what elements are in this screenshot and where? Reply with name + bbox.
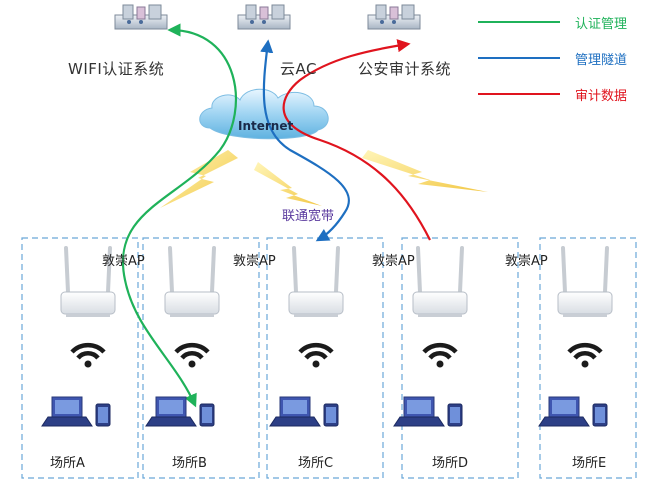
wifi-signal-icon (70, 342, 106, 368)
ap-label-a: 敦崇AP (102, 254, 145, 269)
lightning-bolt-center-icon (254, 162, 322, 206)
audit-server-icon (367, 4, 421, 30)
ap-label-b: 敦崇AP (233, 254, 276, 269)
laptop-icon (393, 396, 445, 427)
site-label-c: 场所C (298, 456, 334, 471)
legend-auth-label: 认证管理 (575, 17, 628, 32)
tablet-icon (592, 403, 608, 427)
site-box (142, 237, 260, 479)
site-label-a: 场所A (50, 456, 85, 471)
wifi-signal-icon (567, 342, 603, 368)
management-tunnel-arrow (260, 39, 351, 242)
site-label-b: 场所B (172, 456, 207, 471)
wifi-signal-icon (298, 342, 334, 368)
access-point-icon (60, 246, 116, 317)
wifi-signal-icon (174, 342, 210, 368)
tablet-icon (447, 403, 463, 427)
site-box (21, 237, 139, 479)
cloud-ac-label: 云AC (280, 60, 317, 78)
laptop-icon (41, 396, 93, 427)
site-label-e: 场所E (572, 456, 607, 471)
cloud-ac-server-icon (237, 4, 291, 30)
laptop-icon (538, 396, 590, 427)
access-point-icon (412, 246, 468, 317)
wifi-auth-server-icon (114, 4, 168, 30)
lightning-bolt-right-icon (362, 150, 488, 192)
site-label-d: 场所D (432, 456, 469, 471)
access-point-icon (557, 246, 613, 317)
legend-audit-label: 审计数据 (575, 89, 628, 104)
audit-data-arrow (282, 39, 431, 241)
legend-tunnel-label: 管理隧道 (575, 53, 628, 68)
isp-label: 联通宽带 (282, 209, 335, 224)
laptop-icon (269, 396, 321, 427)
wifi-signal-icon (422, 342, 458, 368)
internet-label: Internet (238, 119, 294, 133)
laptop-icon (145, 396, 197, 427)
security-audit-system-label: 公安审计系统 (358, 60, 452, 78)
tablet-icon (199, 403, 215, 427)
access-point-icon (164, 246, 220, 317)
wifi-auth-system-label: WIFI认证系统 (68, 60, 165, 78)
site-box (401, 237, 519, 479)
ap-label-d: 敦崇AP (505, 254, 548, 269)
auth-management-arrow (121, 23, 238, 408)
lightning-bolt-left-icon (160, 150, 238, 208)
tablet-icon (95, 403, 111, 427)
site-box (539, 237, 637, 479)
ap-label-c: 敦崇AP (372, 254, 415, 269)
site-box (266, 237, 384, 479)
tablet-icon (323, 403, 339, 427)
access-point-icon (288, 246, 344, 317)
